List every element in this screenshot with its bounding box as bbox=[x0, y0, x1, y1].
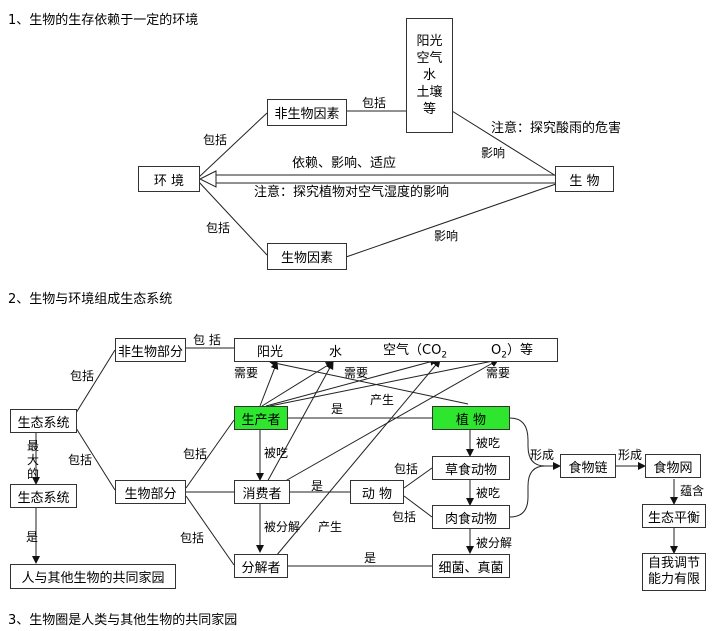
decomposed-label: 被分解 bbox=[476, 536, 513, 550]
heading-1: 1、生物的生存依赖于一定的环境 bbox=[8, 13, 199, 28]
bacteria-fungi-box: 细菌、真菌 bbox=[432, 554, 510, 578]
eaten-label: 被吃 bbox=[476, 486, 501, 500]
etc-text: ）等 bbox=[506, 343, 533, 359]
is-label: 是 bbox=[364, 551, 377, 565]
heading-2: 2、生物与环境组成生态系统 bbox=[8, 292, 173, 307]
ecological-balance-box: 生态平衡 bbox=[642, 504, 706, 528]
include-label: 包括 bbox=[206, 221, 231, 235]
factor-line: 水 bbox=[422, 68, 436, 83]
bio-part-box: 生物部分 bbox=[115, 480, 186, 504]
note-humidity: 注意：探究植物对空气湿度的影响 bbox=[254, 185, 450, 200]
decomposer-box: 分解者 bbox=[234, 554, 288, 578]
need-label: 需要 bbox=[344, 366, 369, 380]
is-label: 是 bbox=[311, 479, 324, 493]
self-regulation-box: 自我调节 能力有限 bbox=[642, 553, 706, 591]
nonbio-part-box: 非生物部分 bbox=[115, 338, 186, 362]
include-label: 包 括 bbox=[193, 333, 221, 347]
factor-line: 等 bbox=[422, 102, 436, 117]
food-web-box: 食物网 bbox=[645, 454, 701, 478]
form-label: 形成 bbox=[530, 448, 555, 462]
is-label: 是 bbox=[26, 530, 39, 544]
eaten-label: 被吃 bbox=[264, 446, 289, 460]
consumer-box: 消费者 bbox=[234, 480, 290, 504]
factor-line: 土壤 bbox=[416, 85, 443, 100]
effect-label: 影响 bbox=[481, 146, 506, 160]
water-text: 水 bbox=[329, 344, 343, 360]
include-label: 包括 bbox=[392, 510, 417, 524]
oxygen-text: O2）等 bbox=[491, 343, 533, 361]
o2-text: O bbox=[491, 343, 502, 359]
bio-factor-box: 生物因素 bbox=[267, 243, 347, 270]
include-label: 包括 bbox=[70, 369, 95, 383]
abiotic-factors-box: 阳光 空气 水 土壤 等 bbox=[406, 18, 453, 133]
self-reg-line: 自我调节 bbox=[647, 556, 700, 571]
producer-box: 生产者 bbox=[234, 406, 288, 430]
include-label: 包括 bbox=[394, 462, 419, 476]
is-label: 是 bbox=[331, 402, 344, 416]
factor-line: 阳光 bbox=[416, 34, 443, 49]
ecosystem-box: 生态系统 bbox=[10, 409, 77, 433]
nonbio-factor-box: 非生物因素 bbox=[267, 99, 347, 126]
food-chain-box: 食物链 bbox=[560, 454, 616, 478]
common-home-box: 人与其他生物的共同家园 bbox=[10, 564, 176, 589]
need-label: 需要 bbox=[486, 366, 511, 380]
air-co2-text: 空气（CO bbox=[383, 343, 442, 359]
factor-line: 空气 bbox=[416, 51, 443, 66]
need-label: 需要 bbox=[234, 366, 259, 380]
resources-box: 阳光 水 空气（CO2 O2）等 bbox=[234, 338, 558, 362]
carnivore-box: 肉食动物 bbox=[432, 505, 510, 529]
organism-box: 生 物 bbox=[555, 166, 614, 192]
include-label: 包括 bbox=[180, 531, 205, 545]
decomposed-label: 被分解 bbox=[264, 520, 301, 534]
heading-3: 3、生物圈是人类与其他生物的共同家园 bbox=[8, 613, 238, 628]
rely-label: 依赖、影响、适应 bbox=[292, 156, 397, 171]
plant-box: 植 物 bbox=[432, 406, 510, 430]
sunlight-text: 阳光 bbox=[257, 344, 284, 360]
air-text: 空气（CO2 bbox=[383, 343, 448, 361]
include-label: 包括 bbox=[203, 133, 228, 147]
animal-box: 动 物 bbox=[350, 480, 404, 504]
include-label: 包括 bbox=[362, 96, 387, 110]
produce-label: 产生 bbox=[318, 520, 343, 534]
include-label: 包括 bbox=[183, 447, 208, 461]
herbivore-box: 草食动物 bbox=[432, 456, 510, 480]
form-label: 形成 bbox=[618, 448, 643, 462]
biggest-label: 最大的 bbox=[26, 439, 39, 481]
contain-label: 蕴含 bbox=[680, 484, 705, 498]
environment-box: 环 境 bbox=[138, 166, 200, 192]
produce-label: 产生 bbox=[370, 393, 395, 407]
self-reg-line: 能力有限 bbox=[647, 572, 700, 587]
note-acid-rain: 注意：探究酸雨的危害 bbox=[491, 121, 622, 136]
biggest-ecosystem-box: 生态系统 bbox=[10, 484, 77, 508]
eaten-label: 被吃 bbox=[476, 436, 501, 450]
effect-label: 影响 bbox=[434, 229, 459, 243]
include-label: 包括 bbox=[68, 453, 93, 467]
